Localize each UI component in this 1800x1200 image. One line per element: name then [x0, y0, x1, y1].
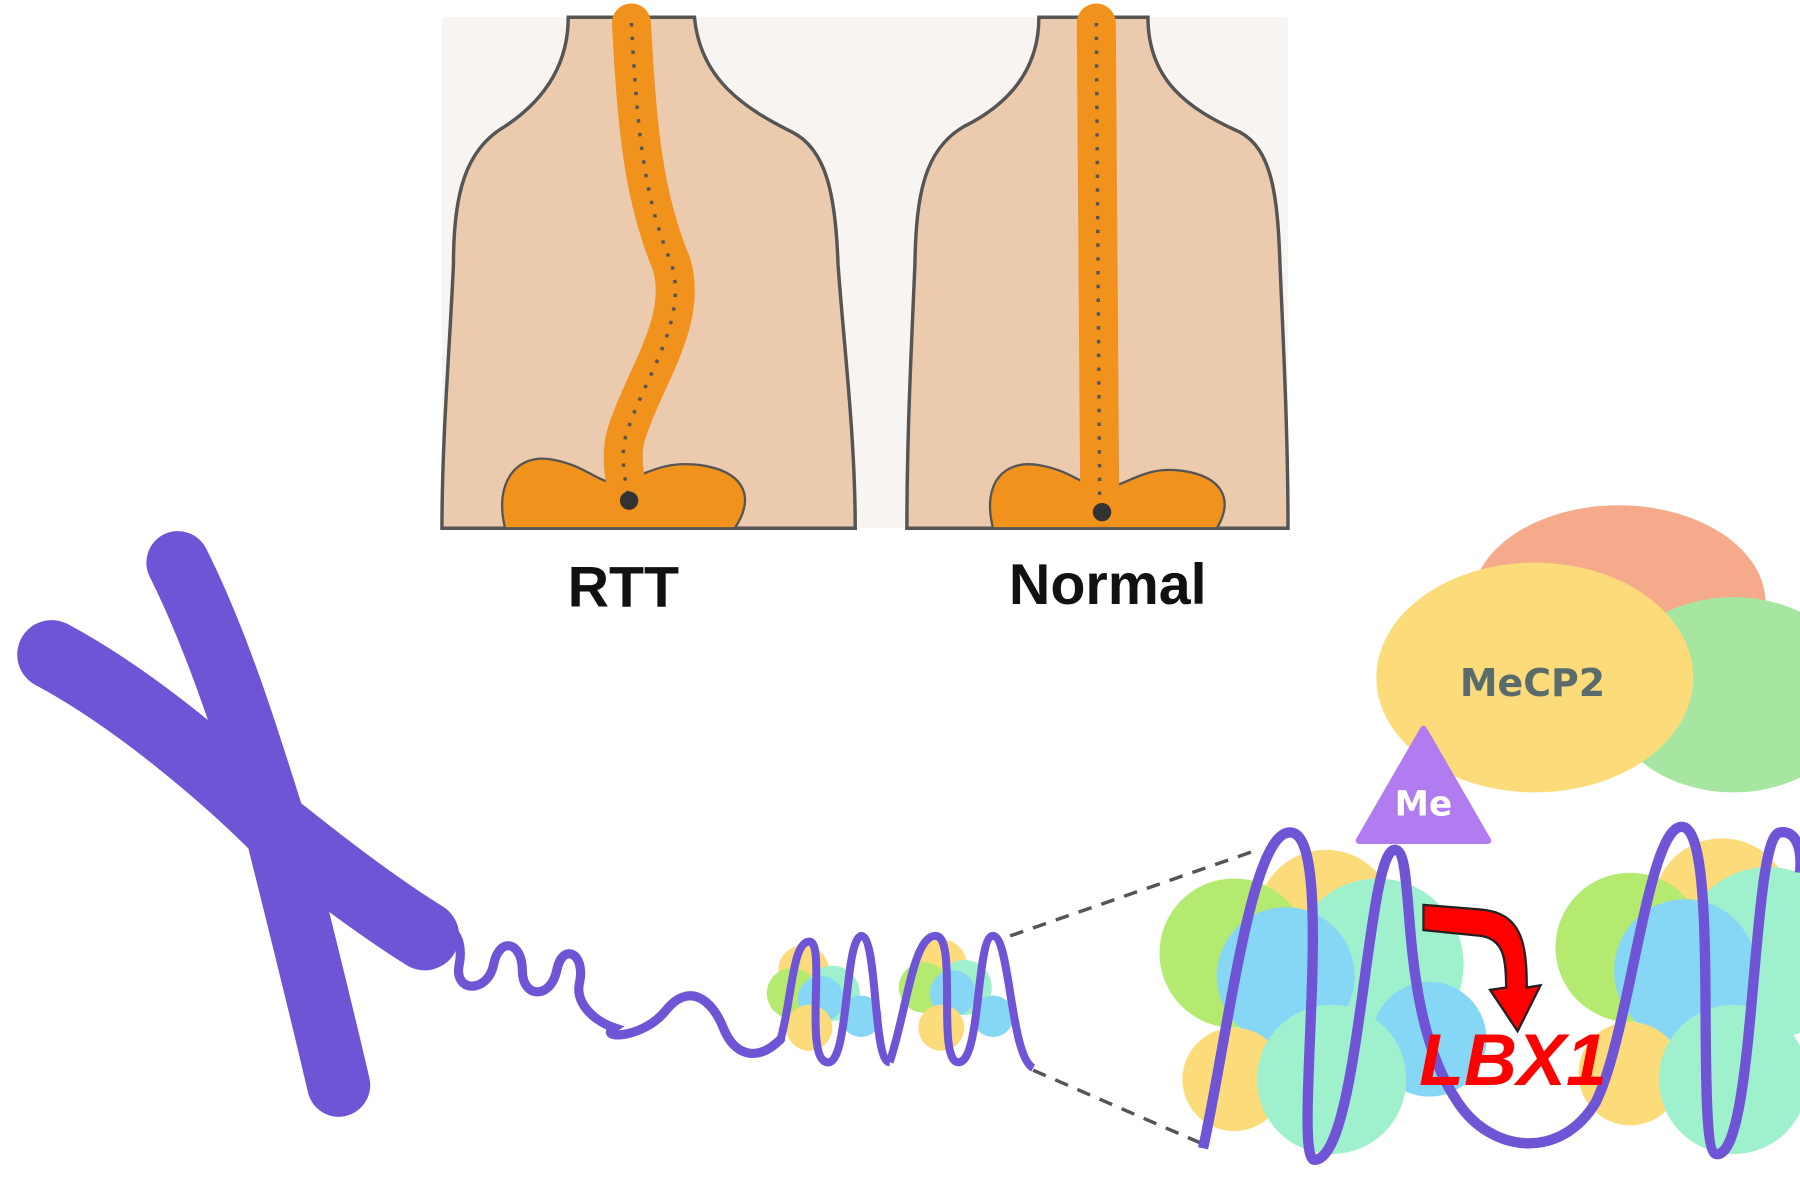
mecp2-complex: MeCP2 — [1376, 505, 1800, 793]
rtt-label: RTT — [568, 555, 680, 619]
small-nucleosome-2 — [885, 931, 1036, 1072]
zoom-guide-bottom — [1032, 1068, 1201, 1145]
methyl-label: Me — [1395, 784, 1453, 824]
methyl-mark: Me — [1355, 725, 1492, 845]
transcription-arrow-icon — [1422, 903, 1543, 1034]
backs-illustration-panel — [440, 3, 1290, 530]
small-nucleosome-1 — [766, 931, 892, 1067]
rtt-back-illustration — [440, 3, 857, 530]
large-nucleosome-2 — [1555, 838, 1800, 1155]
mecp2-label: MeCP2 — [1460, 661, 1605, 705]
dna-strand — [1198, 821, 1800, 1165]
chromosome — [17, 531, 786, 1117]
lbx1-gene-label: LBX1 — [1419, 1018, 1607, 1101]
normal-label: Normal — [1009, 553, 1207, 617]
zoom-guide-top — [1009, 850, 1252, 938]
normal-back-illustration — [905, 3, 1290, 530]
